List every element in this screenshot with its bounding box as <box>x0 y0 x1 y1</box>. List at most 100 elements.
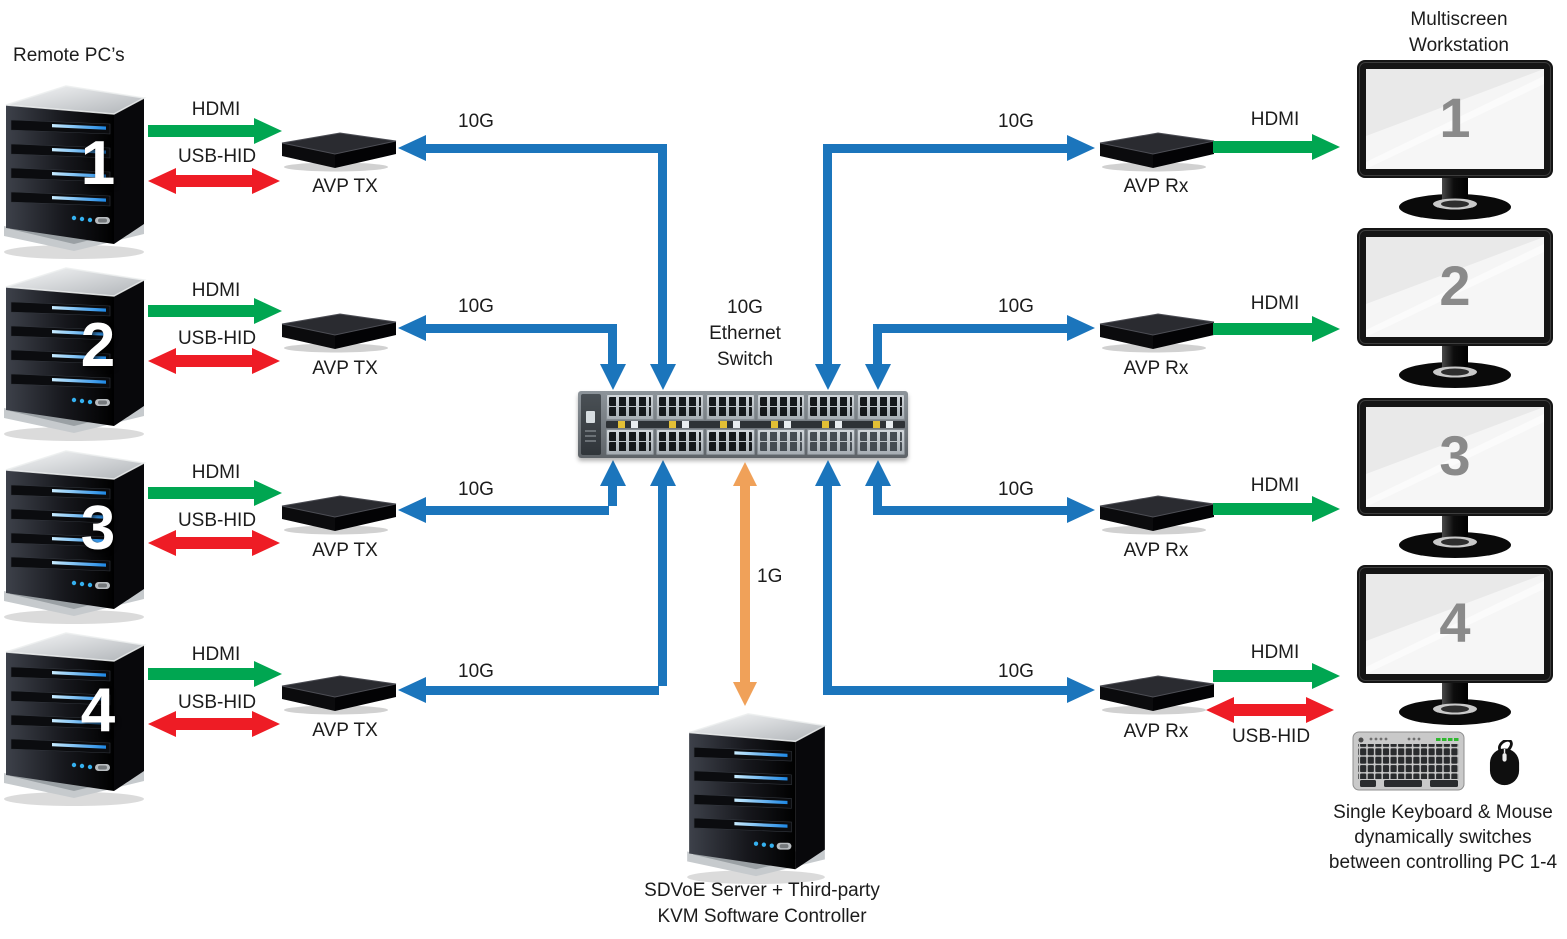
avp-tx-label: AVP TX <box>312 358 378 379</box>
hdmi-arrow-line <box>1213 323 1312 335</box>
10g-link-line <box>873 324 882 364</box>
usb-hid-arrow-line <box>176 175 252 187</box>
10g-link-line <box>823 144 1067 153</box>
mouse-icon <box>1486 740 1524 787</box>
avp-extender-box-icon <box>278 491 400 535</box>
10g-link-line <box>823 144 832 364</box>
switch-sfp-module <box>806 429 855 455</box>
avp-rx-label: AVP Rx <box>1123 721 1189 742</box>
switch-port-module <box>606 394 655 420</box>
pc-tower-2: 2 <box>0 260 150 442</box>
usb-hid-label: USB-HID <box>177 510 257 531</box>
monitor-number: 3 <box>1439 424 1471 487</box>
hdmi-label: HDMI <box>191 644 241 665</box>
10g-arrowhead-icon <box>398 135 426 161</box>
usb-hid-arrow-line <box>176 718 252 730</box>
10g-arrowhead-icon <box>815 364 841 390</box>
usb-hid-arrowhead-icon <box>252 530 280 556</box>
keyboard-mouse-caption: Single Keyboard & Mouse dynamically swit… <box>1329 800 1557 875</box>
10g-arrowhead-icon <box>600 460 626 486</box>
usb-hid-label: USB-HID <box>1231 726 1311 747</box>
switch-port-module <box>856 394 906 420</box>
switch-title-line3: Switch <box>717 349 773 370</box>
10g-link-line <box>873 506 1067 515</box>
multiscreen-title-line2: Workstation <box>1409 35 1509 56</box>
switch-port-row-bottom <box>606 429 906 455</box>
10g-arrowhead-icon <box>815 460 841 486</box>
10g-link-line <box>823 686 1067 695</box>
hdmi-arrowhead-icon <box>1312 496 1340 522</box>
hdmi-label: HDMI <box>191 462 241 483</box>
10g-arrowhead-icon <box>600 364 626 390</box>
10g-arrowhead-icon <box>398 677 426 703</box>
10g-arrowhead-icon <box>1067 497 1095 523</box>
hdmi-arrowhead-icon <box>254 298 282 324</box>
10g-link-label: 10G <box>998 296 1034 317</box>
usb-hid-arrowhead-icon <box>148 711 176 737</box>
10g-link-line <box>424 324 609 333</box>
avp-rx-3 <box>1096 491 1218 540</box>
hdmi-label: HDMI <box>191 99 241 120</box>
usb-hid-arrowhead-icon <box>252 348 280 374</box>
hdmi-arrow-line <box>148 125 254 137</box>
10g-link-label: 10G <box>998 111 1034 132</box>
avp-rx-2 <box>1096 309 1218 358</box>
10g-link-line <box>424 506 609 515</box>
avp-extender-box-icon <box>1096 671 1218 715</box>
10g-link-line <box>608 324 617 364</box>
pc-number: 4 <box>80 676 116 745</box>
switch-port-module <box>756 394 805 420</box>
hdmi-arrowhead-icon <box>1312 134 1340 160</box>
pc-tower-3: 3 <box>0 443 150 625</box>
10g-link-line <box>873 324 1067 333</box>
switch-control-panel <box>581 394 601 455</box>
usb-hid-arrow-line <box>1234 704 1306 716</box>
switch-port-module <box>656 429 705 455</box>
hdmi-label: HDMI <box>1250 293 1300 314</box>
pc-number: 3 <box>80 494 116 563</box>
10g-arrowhead-icon <box>398 497 426 523</box>
avp-rx-label: AVP Rx <box>1123 358 1189 379</box>
keyboard-mouse-caption-line2: dynamically switches <box>1354 827 1532 848</box>
10g-link-line <box>658 144 667 364</box>
hdmi-arrow-line <box>1213 141 1312 153</box>
switch-title-line1: 10G <box>727 297 763 318</box>
keyboard-icon <box>1352 731 1465 791</box>
10g-arrowhead-icon <box>1067 315 1095 341</box>
avp-extender-box-icon <box>1096 128 1218 172</box>
hdmi-arrowhead-icon <box>1312 663 1340 689</box>
usb-hid-arrowhead-icon <box>148 348 176 374</box>
hdmi-arrowhead-icon <box>254 480 282 506</box>
ethernet-switch-icon <box>578 391 908 458</box>
10g-arrowhead-icon <box>1067 677 1095 703</box>
avp-rx-label: AVP Rx <box>1123 176 1189 197</box>
10g-link-label: 10G <box>458 111 494 132</box>
1g-arrowhead-icon <box>733 462 757 486</box>
hdmi-arrowhead-icon <box>254 118 282 144</box>
usb-hid-label: USB-HID <box>177 692 257 713</box>
multiscreen-workstation-title: Multiscreen Workstation <box>1409 7 1509 59</box>
switch-port-module <box>606 429 655 455</box>
avp-extender-box-icon <box>278 309 400 353</box>
1g-link-label: 1G <box>757 566 783 587</box>
pc-number: 1 <box>80 129 116 198</box>
1g-arrowhead-icon <box>733 682 757 706</box>
remote-pcs-title: Remote PC’s <box>13 45 125 66</box>
usb-hid-label: USB-HID <box>177 146 257 167</box>
hdmi-label: HDMI <box>1250 642 1300 663</box>
usb-hid-arrowhead-icon <box>1306 697 1334 723</box>
avp-tx-label: AVP TX <box>312 720 378 741</box>
monitor-number: 2 <box>1439 254 1471 317</box>
sdvoe-server-label: SDVoE Server + Third-party KVM Software … <box>644 878 880 930</box>
10g-link-label: 10G <box>458 296 494 317</box>
hdmi-arrowhead-icon <box>1312 316 1340 342</box>
1g-link-line <box>740 486 750 682</box>
10g-link-label: 10G <box>998 479 1034 500</box>
switch-sfp-module <box>756 429 805 455</box>
10g-arrowhead-icon <box>865 364 891 390</box>
usb-hid-label: USB-HID <box>177 328 257 349</box>
usb-hid-arrow-line <box>176 537 252 549</box>
avp-rx-1 <box>1096 128 1218 177</box>
multiscreen-title-line1: Multiscreen <box>1410 9 1508 30</box>
pc-number: 2 <box>80 311 116 380</box>
